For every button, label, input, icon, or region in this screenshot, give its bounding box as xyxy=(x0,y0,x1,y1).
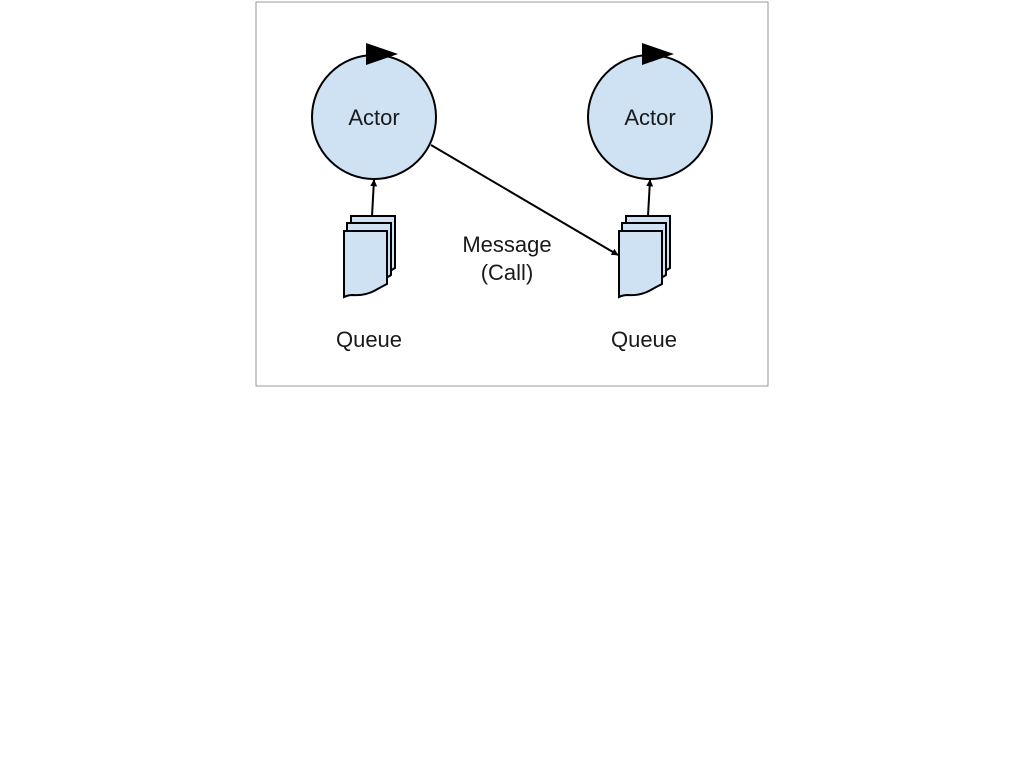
queue-documents-icon xyxy=(618,215,671,299)
queue-label: Queue xyxy=(336,327,402,352)
actor-label: Actor xyxy=(624,105,675,130)
queue-label: Queue xyxy=(611,327,677,352)
queue-documents-icon xyxy=(343,215,396,299)
cycle-arrow-icon xyxy=(366,43,398,65)
actor-node-left: Actor xyxy=(311,43,437,180)
message-label: Message xyxy=(462,232,551,257)
message-sublabel: (Call) xyxy=(481,260,534,285)
queue-to-actor-arrow xyxy=(646,179,654,217)
actor-node-right: Actor xyxy=(587,43,713,180)
diagram-frame xyxy=(255,1,769,387)
queue-node-right: Queue xyxy=(611,179,677,352)
cycle-arrow-icon xyxy=(642,43,674,65)
message-arrow xyxy=(430,144,619,256)
queue-to-actor-arrow xyxy=(370,179,378,217)
queue-node-left: Queue xyxy=(336,179,402,352)
actor-label: Actor xyxy=(348,105,399,130)
